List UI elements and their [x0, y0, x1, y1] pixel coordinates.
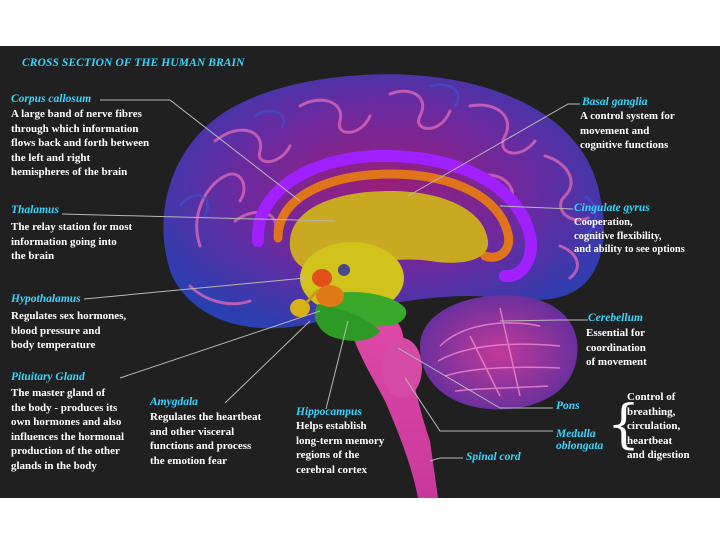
corpus-callosum-band: [273, 169, 514, 262]
basal-ganglia-desc: A control system for movement and cognit…: [580, 110, 675, 151]
cingulate-gyrus-desc: Cooperation, cognitive flexibility, and …: [574, 217, 685, 255]
amygdala-shape: [316, 285, 344, 307]
corpus-callosum-desc: A large band of nerve fibres through whi…: [11, 108, 150, 178]
amygdala-heading: Amygdala: [150, 396, 198, 408]
thalamus-dot: [338, 264, 350, 276]
pituitary-desc: The master gland of the body - produces …: [11, 387, 125, 472]
cerebellum-shape: [420, 295, 578, 410]
hippocampus-desc: Helps establish long-term memory regions…: [296, 420, 385, 476]
brain-illustration: [61, 74, 604, 498]
leader-lines: [61, 99, 588, 462]
diagram-panel: CROSS SECTION OF THE HUMAN BRAIN Corpus …: [0, 46, 720, 498]
amygdala-desc: Regulates the heartbeat and other viscer…: [150, 411, 262, 467]
medulla-heading: Medulla oblongata: [556, 428, 604, 452]
pituitary-heading: Pituitary Gland: [11, 371, 85, 383]
pons-heading: Pons: [556, 400, 580, 412]
pons-shape: [382, 338, 422, 398]
spinal-cord-heading: Spinal cord: [466, 451, 521, 463]
hypothalamus-heading: Hypothalamus: [11, 293, 81, 305]
brace-symbol: {: [607, 395, 641, 455]
brainstem-shape: [345, 306, 438, 498]
corpus-callosum-heading: Corpus callosum: [11, 93, 92, 105]
pituitary-shape: [290, 299, 310, 317]
diagram-title: CROSS SECTION OF THE HUMAN BRAIN: [22, 57, 245, 69]
thalamus-heading: Thalamus: [11, 204, 59, 216]
cerebellum-desc: Essential for coordination of movement: [586, 327, 647, 368]
cingulate-gyrus-heading: Cingulate gyrus: [574, 202, 650, 214]
cingulate-gyrus-band: [251, 149, 537, 283]
hypothalamus-desc: Regulates sex hormones, blood pressure a…: [11, 310, 127, 351]
hippocampus-heading: Hippocampus: [296, 406, 362, 418]
thalamus-desc: The relay station for most information g…: [11, 221, 133, 262]
brainstem-functions-desc: Control of breathing, circulation, heart…: [627, 391, 690, 461]
cerebellum-heading: Cerebellum: [588, 312, 643, 324]
basal-ganglia-heading: Basal ganglia: [582, 96, 648, 108]
hypothalamus-shape: [312, 269, 332, 287]
